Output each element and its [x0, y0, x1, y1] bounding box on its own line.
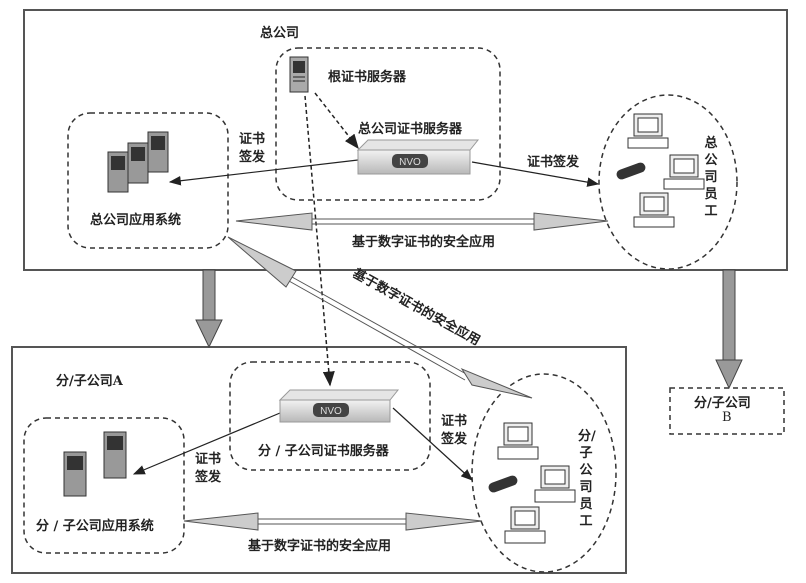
branch-usb-key-icon: [488, 475, 518, 493]
cross-secure-app-label: 基于数字证书的安全应用: [349, 265, 483, 349]
head-app-group: [67, 112, 229, 249]
arrow-head-to-branch-b: [715, 269, 743, 390]
head-app-system-label: 总公司应用系统: [90, 213, 182, 228]
svg-text:NVO: NVO: [399, 157, 421, 168]
branch-employees-group: [471, 373, 617, 573]
branch-app-system-label: 分 / 子公司应用系统: [36, 519, 154, 534]
branch-b-letter: B: [722, 410, 732, 425]
branch-cert-server-label: 分 / 子公司证书服务器: [258, 444, 389, 459]
head-server-group: [275, 47, 501, 201]
branch-app-servers-icon: [63, 431, 127, 497]
head-issue-to-employees-arrow: [471, 161, 600, 187]
branch-employee-pcs-icon: [497, 422, 576, 544]
head-cert-server-icon: NVO: [356, 139, 480, 175]
root-server-icon: [289, 56, 309, 93]
head-secure-app-arrow: [235, 212, 609, 231]
root-to-head-server-line: [314, 92, 359, 150]
head-issue-label-left: 证书签发: [239, 132, 266, 165]
branch-issue-to-app-arrow: [132, 412, 281, 475]
branch-b-box[interactable]: [669, 387, 785, 435]
head-usb-key-icon: [616, 162, 646, 180]
branch-b-name: 分/子公司: [694, 396, 751, 411]
head-secure-app-label: 基于数字证书的安全应用: [352, 235, 496, 250]
svg-text:NVO: NVO: [320, 406, 342, 417]
branch-secure-app-arrow: [183, 512, 483, 531]
branch-issue-label-right: 证书签发: [441, 414, 468, 447]
head-issue-label-right: 证书签发: [527, 155, 580, 170]
head-cert-server-label: 总公司证书服务器: [358, 122, 463, 137]
head-employee-pcs-icon: [627, 113, 705, 228]
head-office-title: 总公司: [260, 26, 300, 41]
branch-a-title: 分/子公司A: [56, 374, 123, 389]
head-employees-label: 总公司员工: [704, 136, 718, 219]
cross-secure-app-arrow: [227, 236, 533, 399]
head-app-servers-icon: [107, 131, 169, 193]
root-to-branch-server-line: [304, 95, 335, 387]
branch-app-group: [23, 417, 185, 554]
branch-issue-label-left: 证书签发: [195, 452, 222, 485]
head-issue-to-app-arrow: [168, 159, 359, 186]
branch-issue-to-employees-arrow: [392, 407, 473, 481]
branch-secure-app-label: 基于数字证书的安全应用: [248, 539, 392, 554]
branch-cert-server-icon: NVO: [278, 389, 400, 423]
branch-employees-label: 分/子公司员工: [578, 429, 596, 529]
root-server-label: 根证书服务器: [328, 70, 407, 85]
arrow-head-to-branch-a: [195, 269, 223, 349]
